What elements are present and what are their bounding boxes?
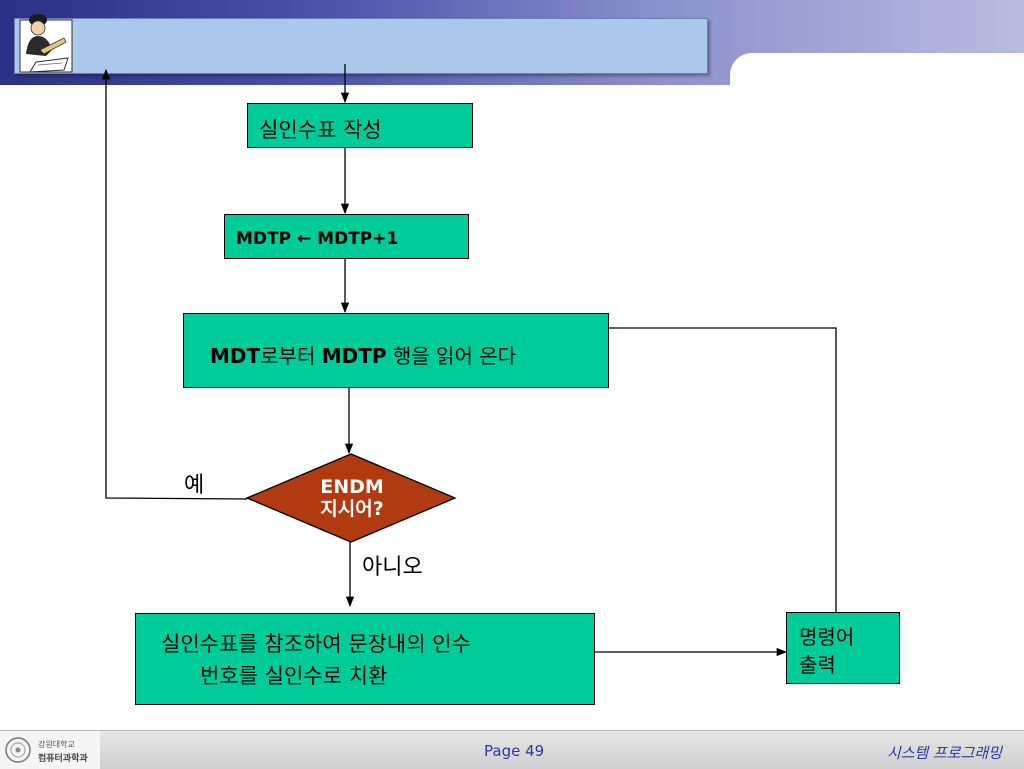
- yes-label: 예: [184, 473, 205, 498]
- box-substitute-params: 실인수표를 참조하여 문장내의 인수 번호를 실인수로 치환: [135, 613, 595, 705]
- box5-line2: 출력: [799, 653, 836, 677]
- box4-line2: 번호를 실인수로 치환: [200, 664, 388, 688]
- page-number: Page 49: [484, 742, 545, 760]
- course-title: 시스템 프로그래밍: [886, 744, 1002, 762]
- box3-bold1: MDT: [210, 344, 261, 368]
- university-seal-icon: [5, 737, 31, 763]
- logo-text-university: 강원대학교: [38, 740, 75, 749]
- box4-line1: 실인수표를 참조하여 문장내의 인수: [161, 632, 471, 656]
- box-output-instruction: 명령어 출력: [786, 612, 900, 684]
- decision-line1: ENDM: [320, 476, 384, 498]
- decision-diamond: [245, 453, 457, 543]
- box5-return-line: [608, 327, 837, 612]
- box-increment-mdtp: MDTP ← MDTP+1: [224, 214, 469, 259]
- box2-label: MDTP ← MDTP+1: [236, 229, 399, 249]
- decision-text: ENDM 지시어?: [297, 476, 407, 520]
- writer-clipart-icon: [19, 14, 73, 73]
- footer: 강원대학교 컴퓨터과학과 Page 49 시스템 프로그래밍: [0, 730, 1024, 769]
- header-tab: [730, 53, 1024, 93]
- box1-label: 실인수표 작성: [259, 118, 382, 142]
- logo-text-department: 컴퓨터과학과: [38, 754, 88, 764]
- decision-line2: 지시어?: [320, 498, 384, 520]
- yes-loop-line: [101, 68, 248, 500]
- box-write-actual-param-table: 실인수표 작성: [247, 103, 473, 148]
- box5-line1: 명령어: [799, 625, 855, 649]
- university-logo: 강원대학교 컴퓨터과학과: [0, 731, 100, 769]
- box3-bold2: MDTP: [321, 344, 387, 368]
- box3-text2: 행을 읽어 온다: [386, 344, 517, 368]
- box-read-mdt-row: MDT로부터 MDTP 행을 읽어 온다: [183, 313, 609, 388]
- no-label: 아니오: [362, 555, 423, 580]
- title-bar: [14, 18, 708, 74]
- box3-text1: 로부터: [260, 344, 322, 368]
- box3-label: MDT로부터 MDTP 행을 읽어 온다: [210, 340, 516, 369]
